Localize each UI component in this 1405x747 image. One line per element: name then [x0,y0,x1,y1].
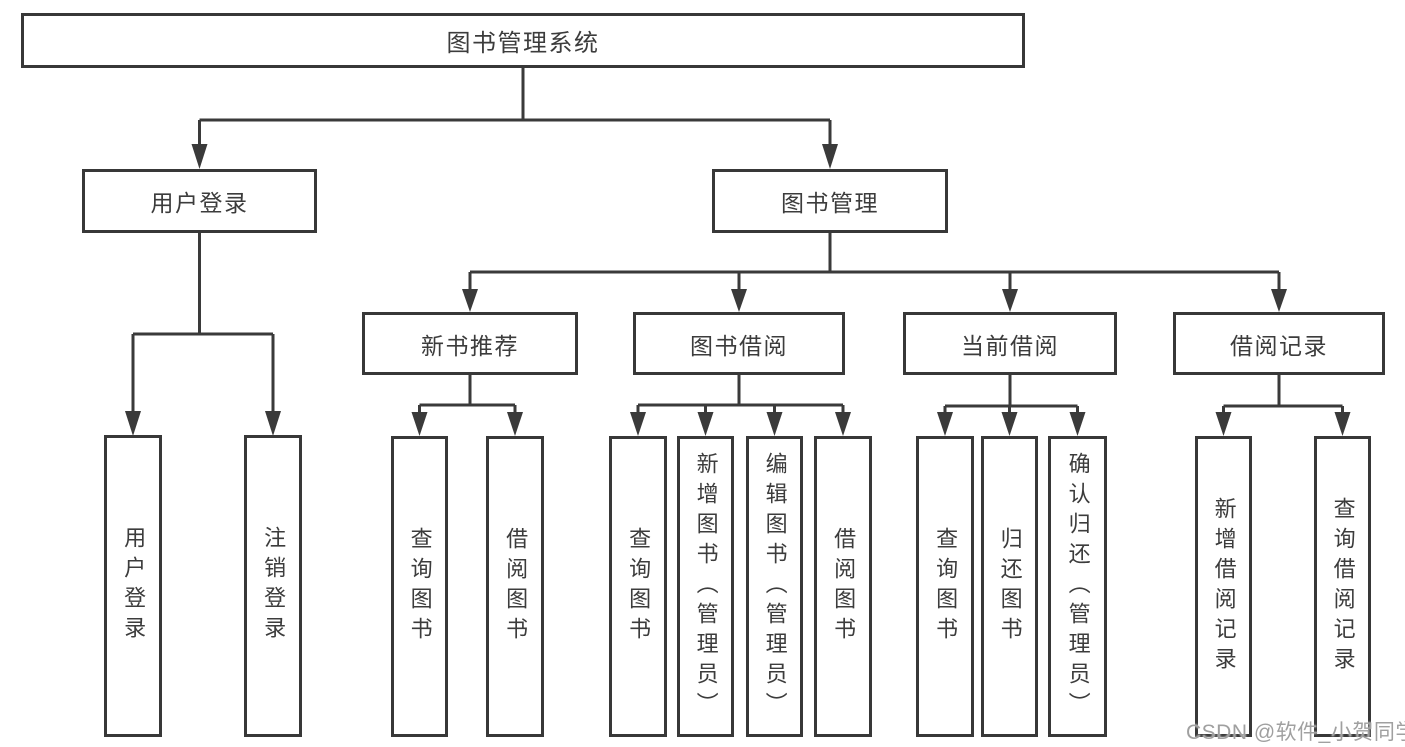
arrowhead [125,411,141,436]
connector-user-login-branch [125,233,281,436]
arrowhead [822,144,838,169]
node-label: 图书管理 [781,190,879,216]
leaf-query-books-recommend: 查询图书 [391,436,448,737]
node-library-management-system: 图书管理系统 [21,13,1025,68]
leaf-edit-books-admin: 编辑图书（管理员） [746,436,803,737]
node-label: 新增借阅记录 [1211,496,1237,677]
node-label: 借阅图书 [503,526,529,647]
arrowhead [507,412,523,436]
node-label: 查询图书 [407,526,433,647]
node-label: 图书借阅 [690,332,788,359]
leaf-confirm-return-admin: 确认归还（管理员） [1048,436,1107,737]
connector-new-book-recommend-branch [411,375,523,436]
arrowhead [697,412,714,436]
leaf-query-books-borrow: 查询图书 [609,436,667,737]
node-label: 用户登录 [121,526,147,646]
node-new-book-recommend: 新书推荐 [362,312,578,375]
node-borrow-records: 借阅记录 [1173,312,1385,375]
node-label: 查询借阅记录 [1330,496,1356,677]
node-label: 查询图书 [933,526,959,647]
arrowhead [265,411,281,436]
arrowhead [1334,412,1351,436]
leaf-add-borrow-record: 新增借阅记录 [1195,436,1252,737]
arrowhead [1069,412,1086,436]
node-label: 确认归还（管理员） [1065,451,1091,722]
leaf-query-borrow-record: 查询借阅记录 [1314,436,1371,737]
node-label: 查询图书 [626,526,652,647]
node-label: 注销登录 [261,526,287,646]
leaf-borrow-books: 借阅图书 [814,436,872,737]
arrowhead [731,289,747,312]
arrowhead [1215,412,1232,436]
arrowhead [1001,412,1018,436]
leaf-borrow-books-recommend: 借阅图书 [486,436,544,737]
leaf-add-books-admin: 新增图书（管理员） [677,436,734,737]
watermark-text: CSDN @软件_小贺同学 [1186,721,1405,744]
arrowhead [766,412,783,436]
arrowhead [630,412,646,436]
arrowhead [835,412,851,436]
arrowhead [937,412,953,436]
leaf-user-login: 用户登录 [104,435,162,737]
node-label: 借阅图书 [831,526,857,647]
leaf-return-books: 归还图书 [981,436,1038,737]
node-book-management: 图书管理 [712,169,948,233]
arrowhead [1002,289,1018,312]
connector-root-to-level2 [191,68,838,169]
node-label: 用户登录 [150,190,249,216]
node-current-borrow: 当前借阅 [903,312,1117,375]
leaf-logout: 注销登录 [244,435,302,737]
arrowhead [1271,289,1287,312]
node-book-borrow: 图书借阅 [633,312,845,375]
connector-book-management-branch [462,233,1287,312]
node-label: 图书管理系统 [446,30,600,57]
connector-borrow-records-branch [1215,375,1351,436]
arrowhead [191,144,208,169]
node-label: 借阅记录 [1230,332,1328,359]
node-label: 新增图书（管理员） [693,451,719,722]
arrowhead [411,412,428,436]
node-label: 当前借阅 [961,332,1059,359]
leaf-query-books-current: 查询图书 [916,436,974,737]
node-label: 编辑图书（管理员） [762,451,788,722]
node-label: 归还图书 [997,526,1023,647]
arrowhead [462,289,478,312]
connector-current-borrow-branch [937,375,1086,436]
node-user-login: 用户登录 [82,169,317,233]
node-label: 新书推荐 [421,332,519,359]
connector-book-borrow-branch [630,375,851,436]
